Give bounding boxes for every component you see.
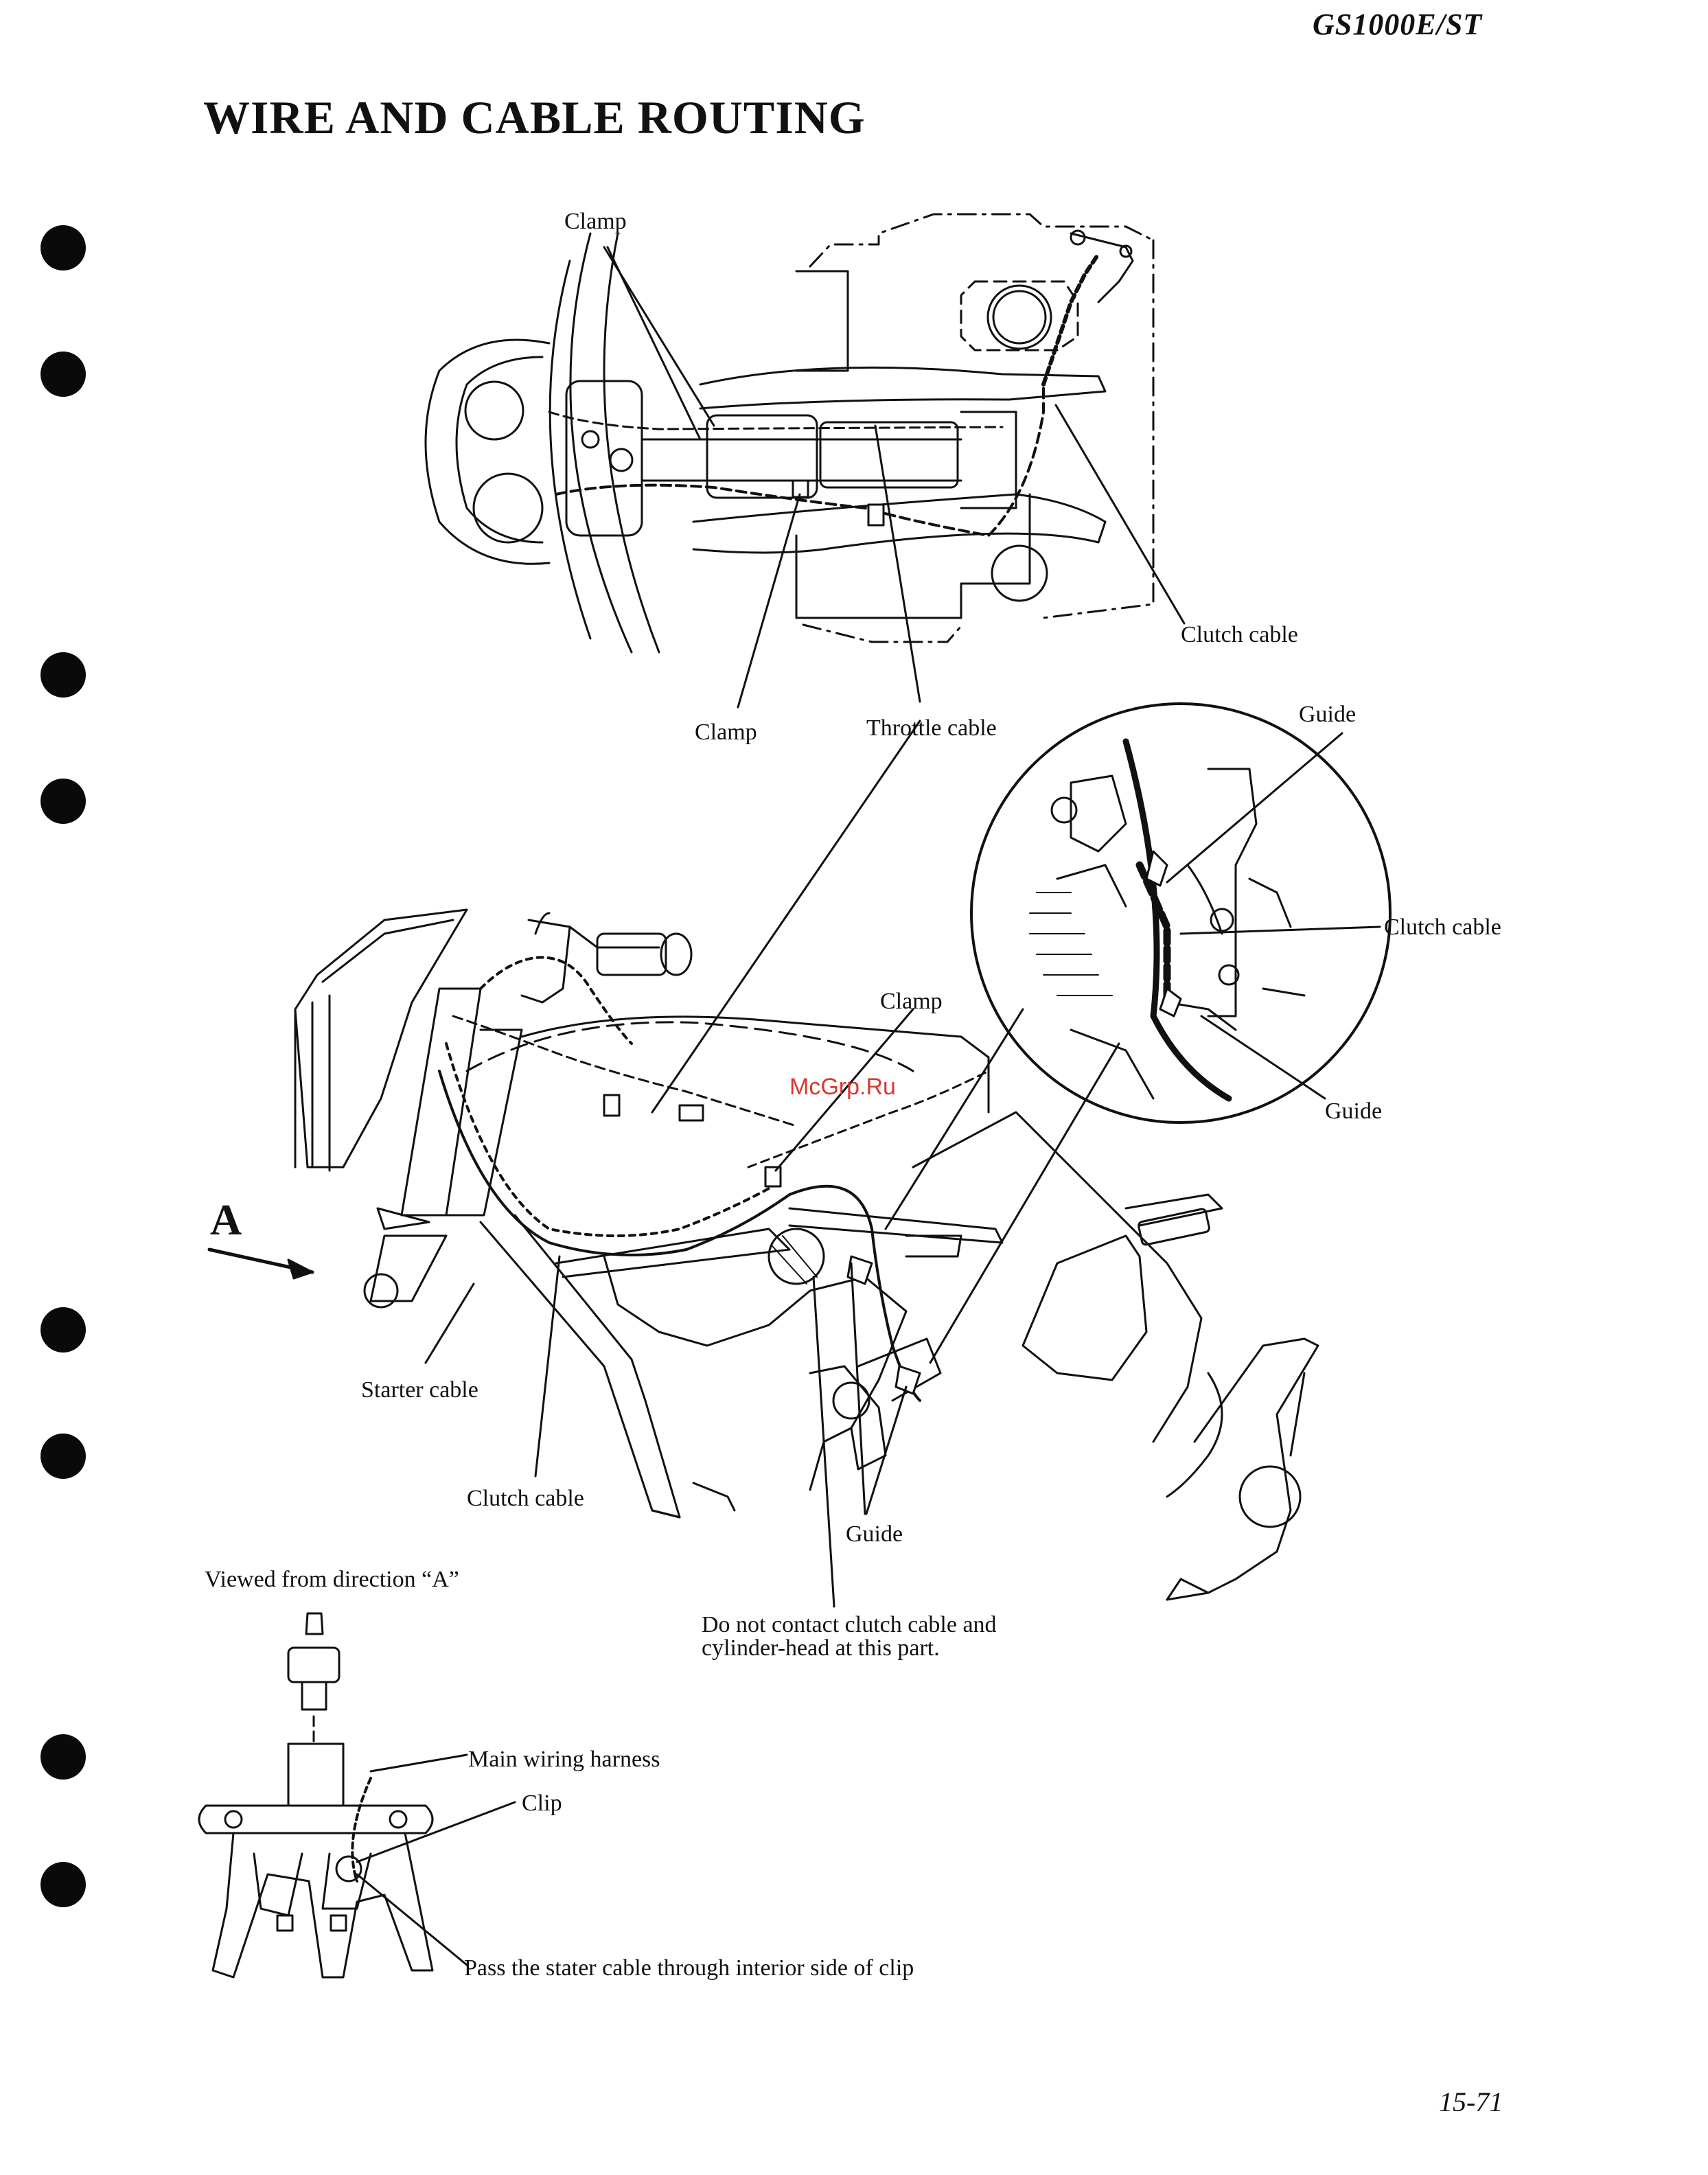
label-clamp-side: Clamp xyxy=(880,989,943,1014)
label-clamp-top: Clamp xyxy=(564,209,627,234)
binder-hole xyxy=(41,225,86,271)
direction-arrow-label: A xyxy=(210,1195,243,1244)
label-clutch-cable-top: Clutch cable xyxy=(1181,622,1298,647)
binder-hole xyxy=(41,652,86,698)
label-throttle-cable: Throttle cable xyxy=(866,715,997,741)
binder-hole xyxy=(41,352,86,397)
label-clutch-cable-detail: Clutch cable xyxy=(1384,914,1501,940)
watermark: McGrp.Ru xyxy=(789,1074,896,1100)
label-clamp-lower: Clamp xyxy=(695,720,757,745)
side-view-drawing xyxy=(209,704,1390,1607)
top-view-drawing xyxy=(426,214,1184,707)
detail-circle-contents xyxy=(1030,741,1304,1098)
binder-hole xyxy=(41,779,86,824)
binder-hole xyxy=(41,1862,86,1907)
page-number: 15-71 xyxy=(1439,2086,1503,2117)
direction-a-drawing xyxy=(199,1613,515,1977)
binder-hole xyxy=(41,1734,86,1780)
caution-note-line-2: cylinder-head at this part. xyxy=(702,1635,940,1661)
label-pass-starter-cable: Pass the stater cable through interior s… xyxy=(464,1955,914,1981)
label-clip: Clip xyxy=(522,1791,562,1816)
caution-note-line-1: Do not contact clutch cable and xyxy=(702,1612,997,1637)
binder-hole xyxy=(41,1434,86,1479)
label-clutch-cable-side: Clutch cable xyxy=(467,1486,584,1511)
page-title: WIRE AND CABLE ROUTING xyxy=(203,91,866,143)
label-guide-detail-bottom: Guide xyxy=(1325,1098,1383,1124)
label-starter-cable: Starter cable xyxy=(361,1377,478,1403)
model-code: GS1000E/ST xyxy=(1313,8,1483,41)
label-guide-side: Guide xyxy=(846,1521,903,1547)
label-main-wiring-harness: Main wiring harness xyxy=(468,1747,660,1772)
label-guide-detail-top: Guide xyxy=(1299,702,1357,727)
binder-hole xyxy=(41,1307,86,1353)
direction-a-heading: Viewed from direction “A” xyxy=(205,1567,459,1592)
